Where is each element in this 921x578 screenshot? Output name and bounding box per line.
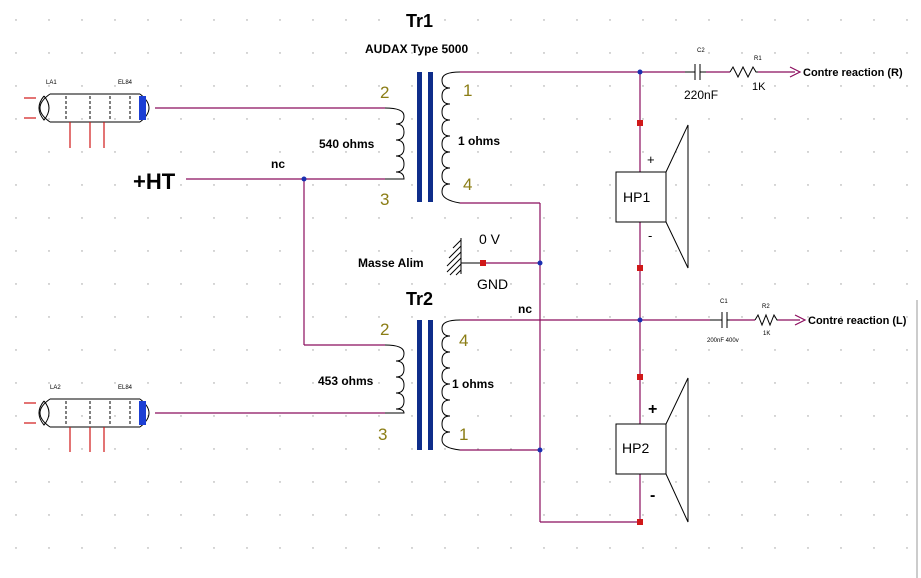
- r2-ref: R2: [762, 304, 770, 310]
- c2-value: 220nF: [684, 88, 718, 102]
- tube-la1-type: EL84: [118, 80, 133, 86]
- tube-la2-type: EL84: [118, 385, 133, 391]
- tr1-subtitle: AUDAX Type 5000: [365, 42, 468, 56]
- nc-label-top: nc: [271, 157, 285, 171]
- tr1-pin-3: 3: [380, 190, 389, 209]
- speaker-hp1: HP1 + -: [615, 124, 689, 269]
- hp2-label: HP2: [622, 440, 649, 456]
- c2-ref: C2: [697, 48, 705, 54]
- grid-dots: [15, 19, 908, 549]
- tr2-primary-coil: [384, 344, 405, 414]
- c1-ref: C1: [720, 299, 728, 305]
- tr1-pin-4: 4: [463, 175, 472, 194]
- feedback-arrow-left: [794, 314, 807, 326]
- feedback-arrow-right: [789, 66, 802, 78]
- tr2-pin-3: 3: [378, 425, 387, 444]
- transformer-tr1: Tr1 AUDAX Type 5000 540 ohms 1 ohms 2 3 …: [319, 11, 500, 209]
- ground-symbol: [446, 238, 486, 276]
- feedback-left-output: Contre reaction (L): [808, 315, 907, 327]
- tr1-primary-coil: [384, 107, 405, 180]
- speaker-hp2: HP2 + -: [615, 377, 689, 523]
- hp2-plus: +: [648, 401, 657, 418]
- tr2-secondary-coil: [441, 319, 461, 451]
- tr2-label: Tr2: [406, 289, 433, 309]
- feedback-right-output: Contre reaction (R): [803, 67, 903, 79]
- ground-voltage: 0 V: [479, 231, 501, 247]
- tube-la1: LA1 EL84: [24, 80, 150, 148]
- feedback-left: C1 200nF 400v R2 1K Contre reaction (L): [707, 299, 907, 344]
- c1-value: 200nF 400v: [707, 338, 739, 344]
- tr1-pin-2: 2: [380, 83, 389, 102]
- ground-net: GND: [477, 276, 508, 292]
- tr1-label: Tr1: [406, 11, 433, 31]
- tr2-pin-4: 4: [459, 331, 468, 350]
- tube-la1-ref: LA1: [46, 80, 57, 86]
- r1-value: 1K: [752, 81, 766, 93]
- tr2-secondary-impedance: 1 ohms: [452, 377, 494, 391]
- feedback-right: C2 220nF R1 1K Contre reaction (R): [684, 48, 903, 102]
- tr2-pin-1: 1: [459, 425, 468, 444]
- tr1-primary-impedance: 540 ohms: [319, 137, 375, 151]
- r2-value: 1K: [763, 331, 770, 337]
- tr2-primary-impedance: 453 ohms: [318, 374, 374, 388]
- r1-ref: R1: [754, 56, 762, 62]
- tube-la2: LA2 EL84: [24, 385, 150, 452]
- hp1-plus: +: [647, 152, 655, 167]
- tr1-secondary-coil: [441, 71, 461, 204]
- ground-name: Masse Alim: [358, 256, 424, 270]
- tube-la2-ref: LA2: [50, 385, 61, 391]
- ht-label: +HT: [133, 169, 176, 194]
- hp1-label: HP1: [623, 189, 650, 205]
- transformer-tr2: Tr2 453 ohms 1 ohms 2 3 4 1: [318, 289, 494, 451]
- tr2-pin-2: 2: [380, 320, 389, 339]
- nc-label-mid: nc: [518, 302, 532, 316]
- speaker-terminals: [637, 120, 643, 525]
- tr1-pin-1: 1: [463, 81, 472, 100]
- hp2-minus: -: [650, 487, 655, 504]
- hp1-minus: -: [648, 228, 652, 243]
- junction-dots: [301, 69, 643, 453]
- tr1-secondary-impedance: 1 ohms: [458, 134, 500, 148]
